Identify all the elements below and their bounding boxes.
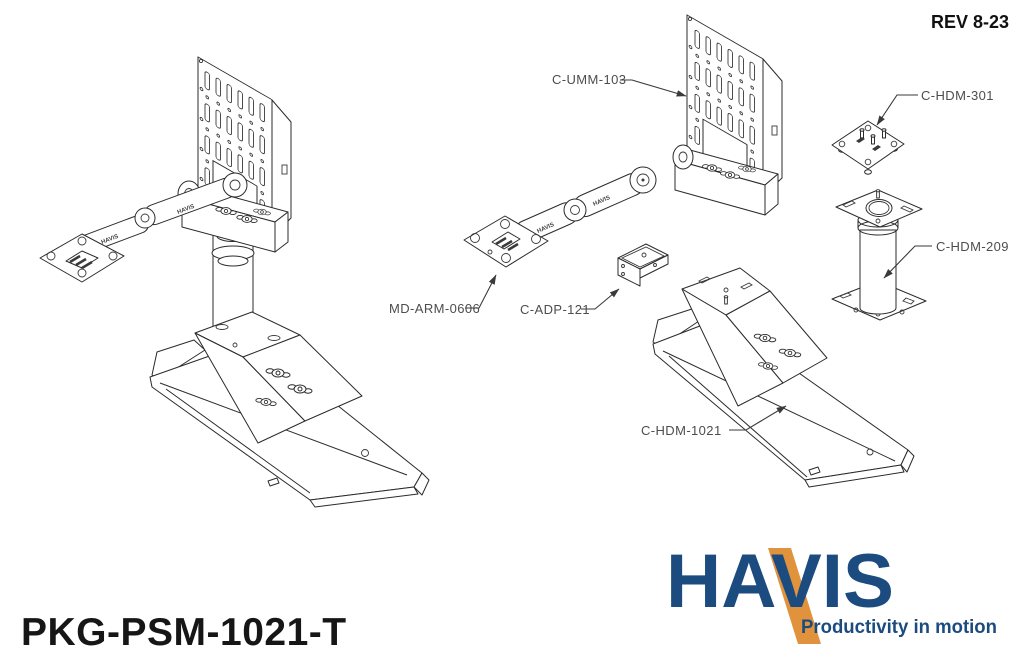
logo-tagline: Productivity in motion — [801, 617, 997, 638]
part-c-adp-121-drawing — [617, 243, 669, 287]
md-arm-vesa-plate — [463, 215, 549, 268]
c-hdm-1021-console — [681, 267, 828, 407]
assembled-base — [149, 311, 430, 508]
callout-md-arm-0606: MD-ARM-0606 — [389, 301, 481, 316]
assembled-unit-drawing: HAVIS HAVIS — [39, 56, 430, 508]
part-c-hdm-301-drawing — [831, 120, 905, 175]
callout-c-umm-103: C-UMM-103 — [552, 72, 627, 87]
part-c-hdm-209-drawing — [831, 189, 927, 321]
part-number-title: PKG-PSM-1021-T — [21, 611, 347, 654]
havis-wordmark: HAVIS — [666, 539, 894, 624]
callout-c-hdm-301: C-HDM-301 — [921, 88, 994, 103]
revision-label: REV 8-23 — [930, 12, 1009, 32]
part-c-umm-103-drawing — [672, 14, 783, 216]
assembled-vesa-plate — [39, 233, 125, 283]
assembled-swing-arm: HAVIS HAVIS — [39, 172, 248, 283]
havis-logo: HAVIS Productivity in motion — [666, 539, 997, 644]
part-c-hdm-1021-drawing — [652, 267, 915, 488]
c-hdm-209-top-flange — [835, 189, 923, 228]
callout-c-hdm-1021: C-HDM-1021 — [641, 423, 722, 438]
logo-orange-slash — [768, 548, 821, 644]
c-umm-103-cradle — [672, 144, 779, 216]
callout-c-hdm-209: C-HDM-209 — [936, 239, 1009, 254]
callout-c-adp-121: C-ADP-121 — [520, 302, 591, 317]
part-md-arm-0606-drawing: HAVIS HAVIS — [463, 166, 657, 268]
